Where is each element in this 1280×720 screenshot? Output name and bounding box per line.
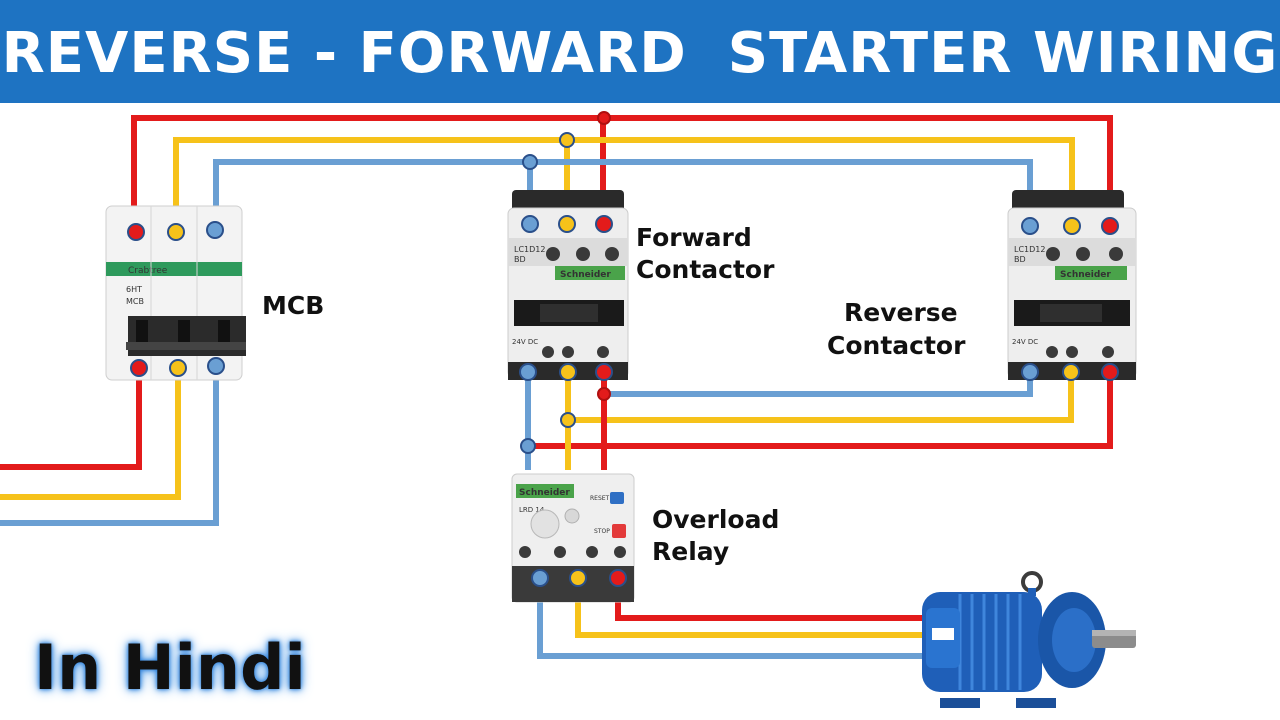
forward-terminal-l1 <box>521 215 539 233</box>
forward-contactor-model: LC1D12 <box>514 245 545 254</box>
red-junction <box>597 111 611 125</box>
forward-contactor-label-line2: Contactor <box>636 255 775 284</box>
yellow-reverse-output <box>568 372 1074 423</box>
forward-terminal-t1 <box>519 363 537 381</box>
red-junction <box>597 387 611 401</box>
mcb-terminal-top-yellow <box>167 223 185 241</box>
blue-junction <box>520 438 536 454</box>
blue-input-wire <box>0 368 219 526</box>
mcb-terminal-bottom-yellow <box>169 359 187 377</box>
reverse-contactor-label-line1: Reverse <box>844 298 958 327</box>
forward-coil-voltage: 24V DC <box>512 338 538 346</box>
overload-stop-label: STOP <box>594 528 610 535</box>
red-supply-wire <box>131 115 1113 232</box>
forward-terminal-l2 <box>558 215 576 233</box>
forward-contactor-label-line1: Forward <box>636 223 752 252</box>
mcb-terminal-top-red <box>127 223 145 241</box>
terminals <box>127 215 1119 587</box>
overload-relay-label-line2: Relay <box>652 537 730 566</box>
blue-reverse-output <box>604 372 1033 397</box>
title-banner: REVERSE - FORWARD STARTER WIRING <box>0 0 1280 103</box>
blue-motor-wire <box>537 580 938 659</box>
reverse-terminal-l1 <box>1021 217 1039 235</box>
junctions <box>520 111 611 454</box>
overload-brand: Schneider <box>519 488 570 498</box>
forward-top-screws <box>546 247 619 261</box>
reverse-top-screws <box>1046 247 1123 261</box>
mcb-model: 6HT <box>126 285 142 294</box>
reverse-terminal-l3 <box>1101 217 1119 235</box>
language-label: In Hindi <box>34 631 306 704</box>
blue-junction <box>522 154 538 170</box>
overload-relay-label-line1: Overload <box>652 505 780 534</box>
red-motor-wire <box>615 580 938 621</box>
red-input-wire <box>0 368 142 470</box>
reverse-terminal-t2 <box>1062 363 1080 381</box>
forward-terminal-t2 <box>559 363 577 381</box>
forward-bottom-screws <box>542 346 609 358</box>
overload-aux-screws <box>519 546 626 558</box>
mcb-type: MCB <box>126 297 144 306</box>
reverse-contactor-label-line2: Contactor <box>827 331 966 360</box>
mcb-terminal-bottom-red <box>130 359 148 377</box>
overload-reset-label: RESET <box>590 495 610 502</box>
yellow-junction <box>560 412 576 428</box>
overload-terminal-t1 <box>531 569 549 587</box>
forward-contactor-brand: Schneider <box>560 270 611 280</box>
yellow-junction <box>559 132 575 148</box>
overload-terminal-t2 <box>569 569 587 587</box>
forward-contactor-suffix: BD <box>514 255 526 264</box>
yellow-input-wire <box>0 368 181 500</box>
motor-icon <box>922 571 1136 708</box>
mcb-brand: Crabtree <box>128 266 168 276</box>
overload-model: LRD 14 <box>519 506 545 514</box>
reverse-bottom-screws <box>1046 346 1114 358</box>
mcb-terminal-top-blue <box>206 221 224 239</box>
reverse-terminal-l2 <box>1063 217 1081 235</box>
reverse-terminal-t1 <box>1021 363 1039 381</box>
mcb-terminal-bottom-blue <box>207 357 225 375</box>
page-title: REVERSE - FORWARD STARTER WIRING <box>1 21 1279 86</box>
overload-terminal-t3 <box>609 569 627 587</box>
mcb-device: Crabtree 6HT MCB <box>105 205 246 381</box>
forward-terminal-t3 <box>595 363 613 381</box>
reverse-terminal-t3 <box>1101 363 1119 381</box>
mcb-label: MCB <box>262 291 325 320</box>
reverse-contactor-model: LC1D12 <box>1014 245 1045 254</box>
red-reverse-output <box>528 372 1113 449</box>
reverse-coil-voltage: 24V DC <box>1012 338 1038 346</box>
reverse-contactor-brand: Schneider <box>1060 270 1111 280</box>
forward-terminal-l3 <box>595 215 613 233</box>
reverse-contactor-suffix: BD <box>1014 255 1026 264</box>
yellow-supply-wire <box>173 137 1075 232</box>
